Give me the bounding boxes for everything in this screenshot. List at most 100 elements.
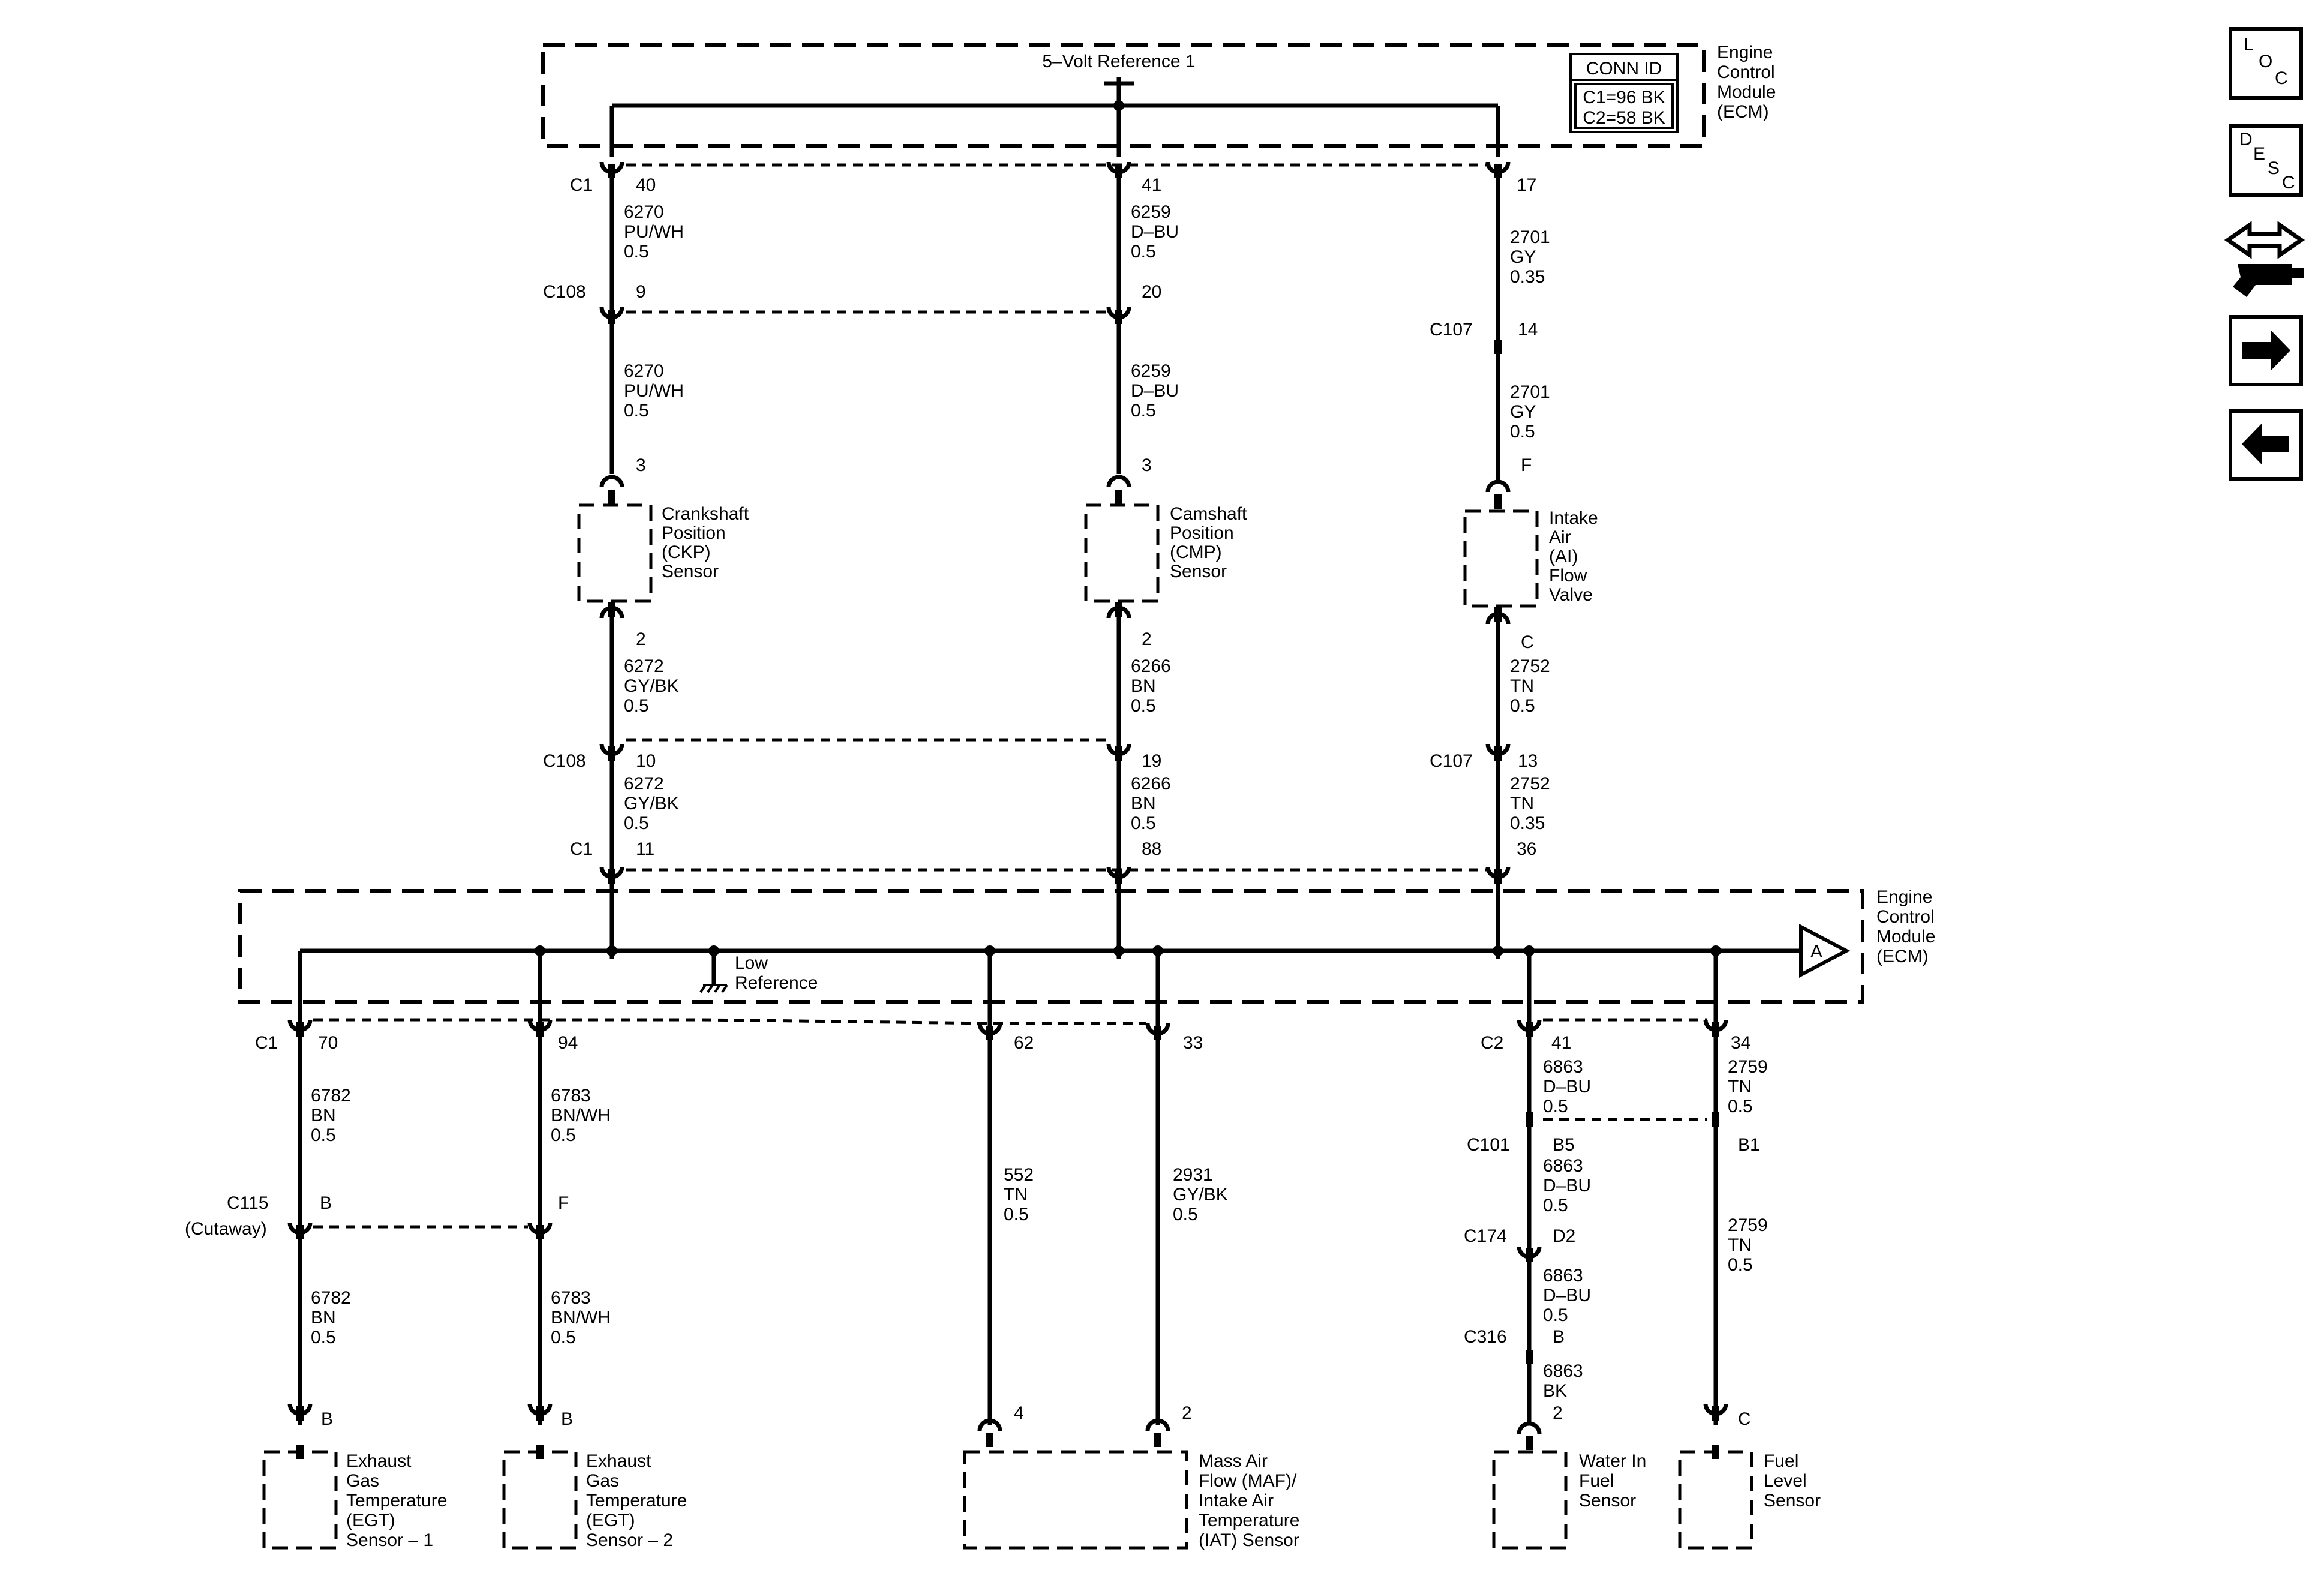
loc-button[interactable]: L O C xyxy=(2229,27,2303,100)
svg-text:C: C xyxy=(2282,173,2295,193)
next-page-button[interactable] xyxy=(2229,315,2303,386)
connector-c108-top: C108 9 20 xyxy=(543,282,1161,314)
terminal-pin xyxy=(608,602,615,617)
svg-text:D2: D2 xyxy=(1553,1226,1575,1246)
terminal-pin xyxy=(296,1445,304,1459)
svg-text:C316: C316 xyxy=(1464,1327,1507,1347)
svg-text:C108: C108 xyxy=(543,751,586,771)
prev-page-button[interactable] xyxy=(2229,409,2303,481)
desc-button[interactable]: D E S C xyxy=(2229,124,2303,197)
splice-dot xyxy=(535,945,545,956)
ecm-bottom-outline xyxy=(238,889,1864,1004)
svg-text:B5: B5 xyxy=(1553,1135,1575,1155)
svg-text:C2: C2 xyxy=(1481,1033,1503,1053)
connector-c107-top: C107 14 xyxy=(1430,320,1538,340)
terminal-pin xyxy=(1526,1350,1533,1364)
terminal-pin xyxy=(536,1225,544,1239)
svg-text:D: D xyxy=(2239,130,2253,149)
connector-c174: C174 D2 xyxy=(1464,1226,1575,1246)
terminal-cup xyxy=(599,475,624,488)
maf-pin-4: 4 xyxy=(1014,1403,1024,1423)
offpage-ref: A xyxy=(1810,942,1822,962)
svg-text:F: F xyxy=(558,1193,569,1213)
supply-label: 5–Volt Reference 1 xyxy=(1042,52,1195,71)
svg-text:C115: C115 xyxy=(227,1193,269,1213)
splice-dots xyxy=(535,100,1721,956)
terminal-pin xyxy=(1115,164,1122,178)
svg-text:C: C xyxy=(2275,68,2288,88)
svg-text:L: L xyxy=(2244,35,2254,55)
terminal-pin xyxy=(1494,164,1502,178)
offpage-arrow xyxy=(1799,924,1851,978)
svg-text:94: 94 xyxy=(558,1033,578,1053)
terminal-pin xyxy=(1115,746,1122,761)
terminal-pin xyxy=(608,869,615,884)
conn-id-table: CONN ID C1=96 BK C2=58 BK xyxy=(1569,53,1679,133)
terminal-symbols xyxy=(287,161,1728,1459)
svg-text:41: 41 xyxy=(1551,1033,1571,1053)
svg-text:20: 20 xyxy=(1142,282,1161,302)
connector-c101: C101 B5 B1 xyxy=(1467,1118,1760,1155)
terminal-pin xyxy=(1494,746,1502,761)
terminal-pin xyxy=(536,1406,544,1421)
svg-text:14: 14 xyxy=(1518,320,1538,340)
svg-text:C1: C1 xyxy=(255,1033,278,1053)
terminal-pin xyxy=(1115,869,1122,884)
svg-text:O: O xyxy=(2259,52,2272,71)
svg-text:C108: C108 xyxy=(543,282,586,302)
terminal-pin xyxy=(1712,1112,1719,1127)
terminal-pin xyxy=(296,1225,304,1239)
terminal-pin xyxy=(1494,869,1502,884)
terminal-pin xyxy=(296,1022,304,1037)
terminal-pin xyxy=(1526,1022,1533,1037)
svg-text:88: 88 xyxy=(1142,839,1161,859)
svg-text:19: 19 xyxy=(1142,751,1161,771)
terminal-pin xyxy=(536,1022,544,1037)
connector-c1-top: C1 40 41 17 xyxy=(570,163,1536,195)
terminal-pin xyxy=(1154,1026,1161,1040)
ground-icon xyxy=(699,951,728,993)
svg-text:C107: C107 xyxy=(1430,751,1473,771)
terminal-pin xyxy=(1494,340,1502,354)
terminal-cup xyxy=(977,1418,1002,1431)
splice-dot xyxy=(1152,945,1163,956)
terminal-pin xyxy=(986,1026,993,1040)
diagnostic-button[interactable] xyxy=(2224,221,2305,297)
svg-text:41: 41 xyxy=(1142,175,1161,195)
terminal-pin xyxy=(1712,1022,1719,1037)
egt1-pin-b: B xyxy=(321,1409,333,1429)
ground-label: Low Reference xyxy=(735,953,818,993)
arrow-left-icon xyxy=(2242,424,2289,464)
ecm-top: Engine Control Module (ECM) CONN ID C1=9… xyxy=(541,43,1776,157)
conn-id-c1: C1=96 BK xyxy=(1583,88,1665,107)
ecm-bottom: Engine Control Module (ECM) A Low Refere… xyxy=(238,887,1935,1004)
